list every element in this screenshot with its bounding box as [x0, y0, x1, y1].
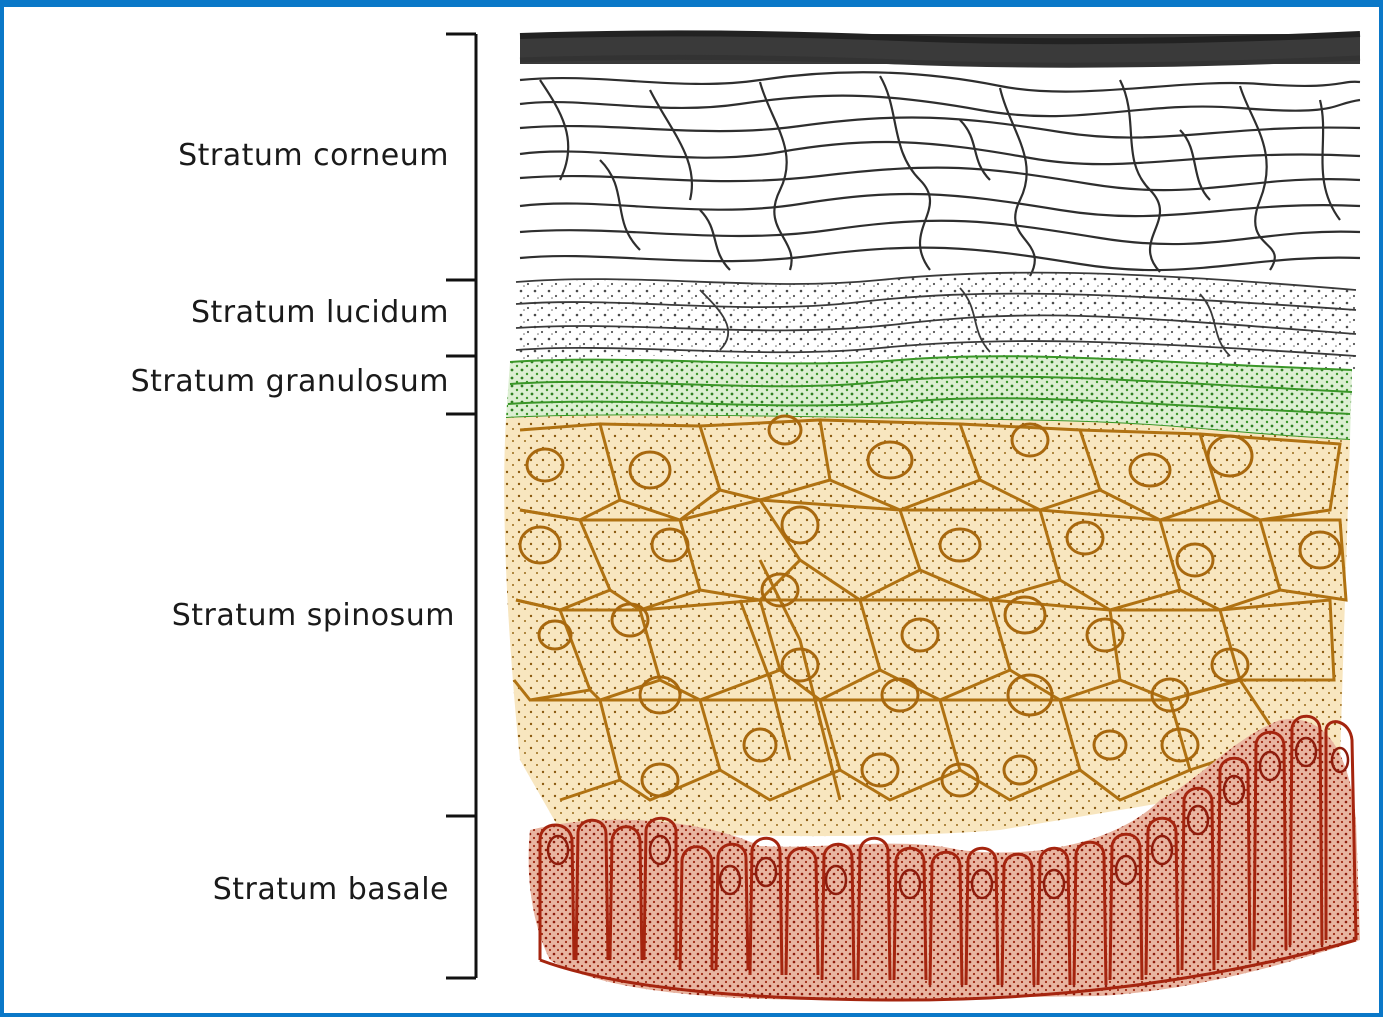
label-stratum-lucidum: Stratum lucidum	[191, 295, 449, 330]
layer-bracket	[446, 34, 476, 978]
lucidum-layer	[516, 273, 1356, 370]
label-stratum-basale: Stratum basale	[213, 872, 449, 907]
label-stratum-granulosum: Stratum granulosum	[131, 364, 449, 399]
label-stratum-corneum: Stratum corneum	[178, 138, 449, 173]
corneum-layer	[520, 33, 1360, 276]
label-stratum-spinosum: Stratum spinosum	[172, 598, 455, 633]
